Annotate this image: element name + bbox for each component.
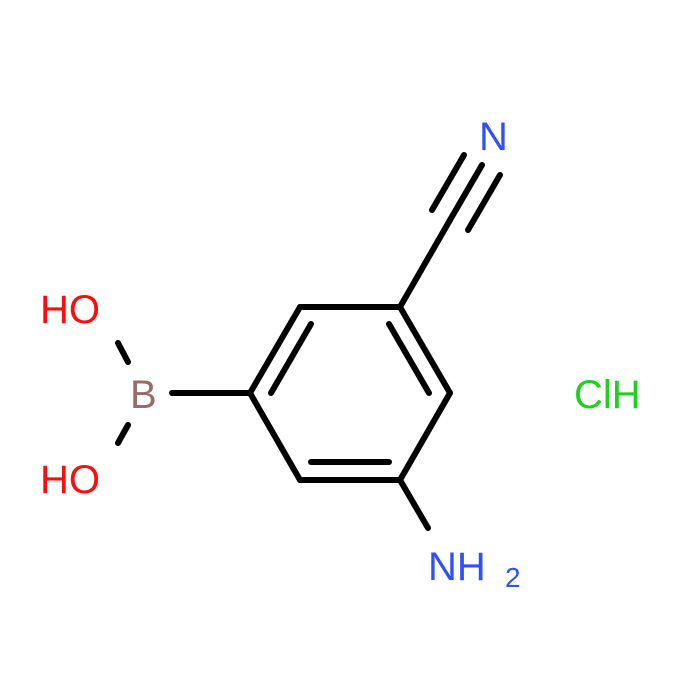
boron-label: B [130,373,157,417]
ring-inner-double-bond-left [268,321,314,396]
nitrile-triple-bond-left [429,152,467,213]
amine-label: NH [428,545,486,589]
ring-bond-bottom-right [397,390,453,483]
nitrile-nitrogen-label: N [479,115,508,159]
hydrochloride-label: ClH [574,373,641,417]
ring-bond-bottom-left [247,390,303,483]
amine-bond [397,477,431,531]
nitrile-single-bond [397,217,453,310]
boron-hydroxyl-bottom-bond [115,422,131,446]
nitrile-triple-bond-center [447,162,485,223]
ring-bond-top-right [397,304,453,396]
nitrile-triple-bond-right [465,172,503,233]
amine-subscript: 2 [505,562,521,593]
ring-bond-top-left [247,304,303,396]
hydroxyl-top-label: HO [40,288,100,332]
hydroxyl-bottom-label: HO [40,458,100,502]
boron-hydroxyl-top-bond [115,340,131,365]
ring-inner-double-bond-right [386,321,432,396]
